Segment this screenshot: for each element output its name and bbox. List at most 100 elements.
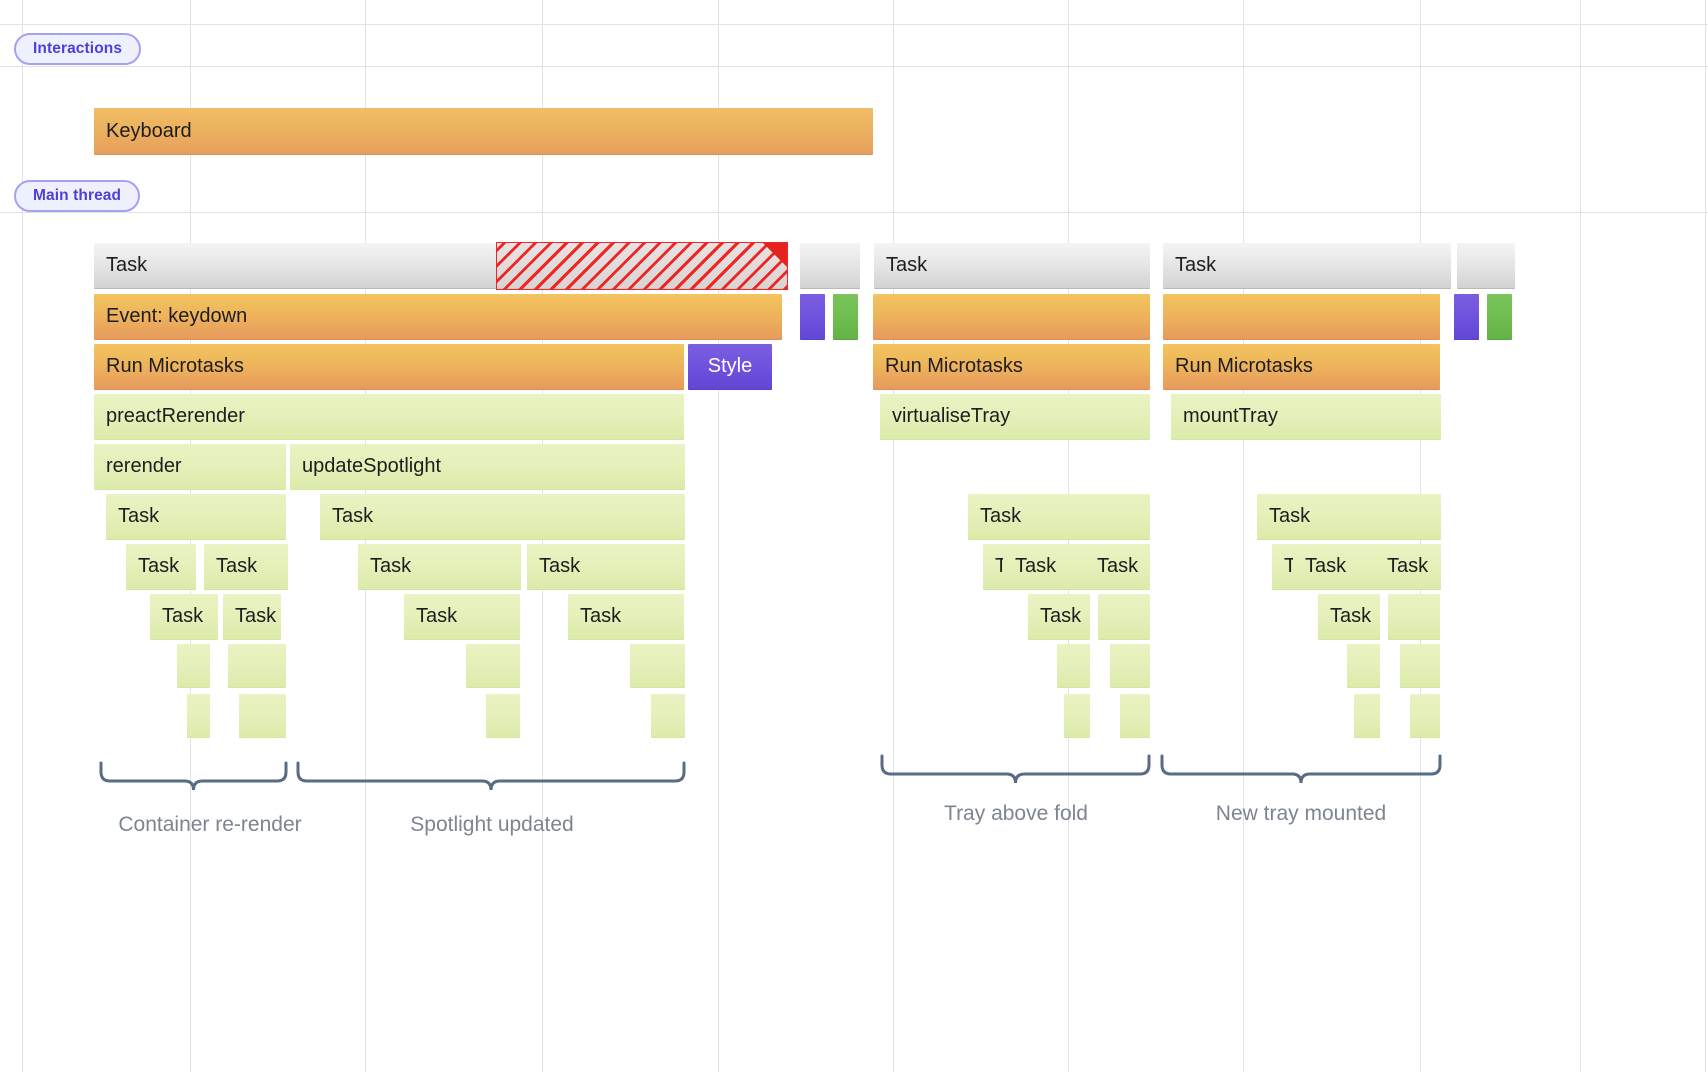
virtualise-tray-label: virtualiseTray bbox=[892, 405, 1011, 427]
task-bar-1-label: Task bbox=[106, 254, 148, 276]
grid-line-vertical-7 bbox=[1243, 0, 1244, 1072]
annotation-label-spotlight-updated: Spotlight updated bbox=[410, 813, 574, 836]
leaf-r5-b[interactable] bbox=[1110, 644, 1150, 688]
task-s4-a[interactable]: Task bbox=[1318, 594, 1380, 640]
style-label[interactable]: Style bbox=[688, 344, 772, 390]
task-s3-a-label: Task bbox=[1305, 555, 1347, 577]
task-l3-c-label: Task bbox=[370, 555, 412, 577]
task-bar-5[interactable] bbox=[1457, 243, 1515, 289]
brace-container-re-render bbox=[99, 761, 288, 791]
task-l3-d-label: Task bbox=[539, 555, 581, 577]
keyboard[interactable]: Keyboard bbox=[94, 108, 873, 155]
leaf-r6-a[interactable] bbox=[1064, 694, 1090, 738]
task-r4-a-label: Task bbox=[1040, 605, 1082, 627]
task-r3-b[interactable]: Task bbox=[1085, 544, 1150, 590]
task-r4-b[interactable] bbox=[1098, 594, 1150, 640]
green-block-1[interactable] bbox=[833, 294, 858, 340]
leaf-m5-b[interactable] bbox=[630, 644, 685, 688]
annotation-label-tray-above-fold: Tray above fold bbox=[944, 802, 1088, 825]
annotation-label-container-re-render: Container re-render bbox=[118, 813, 302, 836]
grid-line-vertical-9 bbox=[1580, 0, 1581, 1072]
run-microtasks-1[interactable]: Run Microtasks bbox=[94, 344, 684, 390]
task-l2-a-label: Task bbox=[118, 505, 160, 527]
task-s3-a[interactable]: Task bbox=[1293, 544, 1367, 590]
task-l2-c-label: Task bbox=[980, 505, 1022, 527]
task-l3-a[interactable]: Task bbox=[126, 544, 196, 590]
style-block-1[interactable] bbox=[800, 294, 825, 340]
task-r4-a[interactable]: Task bbox=[1028, 594, 1090, 640]
track-pill-interactions[interactable]: Interactions bbox=[14, 33, 142, 65]
event-bar-2[interactable] bbox=[873, 294, 1150, 340]
green-block-2[interactable] bbox=[1487, 294, 1512, 340]
rerender[interactable]: rerender bbox=[94, 444, 286, 490]
event-keydown-label: Event: keydown bbox=[106, 305, 248, 327]
task-bar-3[interactable]: Task bbox=[874, 243, 1150, 289]
leaf-l6-a[interactable] bbox=[187, 694, 210, 738]
style-label-label: Style bbox=[707, 355, 753, 377]
leaf-s6-b[interactable] bbox=[1410, 694, 1440, 738]
leaf-s5-a[interactable] bbox=[1347, 644, 1380, 688]
task-l4-d[interactable]: Task bbox=[568, 594, 684, 640]
task-l4-b-label: Task bbox=[235, 605, 277, 627]
event-bar-3[interactable] bbox=[1163, 294, 1440, 340]
task-s4-b[interactable] bbox=[1388, 594, 1440, 640]
leaf-s6-a[interactable] bbox=[1354, 694, 1380, 738]
leaf-m5-a[interactable] bbox=[466, 644, 520, 688]
task-r3-a-label: Task bbox=[1015, 555, 1057, 577]
grid-line-vertical-5 bbox=[893, 0, 894, 1072]
task-l2-e[interactable]: Task bbox=[1257, 494, 1441, 540]
task-l4-b[interactable]: Task bbox=[223, 594, 281, 640]
track-pill-main-thread[interactable]: Main thread bbox=[14, 180, 141, 212]
task-l4-d-label: Task bbox=[580, 605, 622, 627]
style-block-2[interactable] bbox=[1454, 294, 1479, 340]
task-l4-c[interactable]: Task bbox=[404, 594, 520, 640]
task-r3-b-label: Task bbox=[1097, 555, 1139, 577]
task-bar-4[interactable]: Task bbox=[1163, 243, 1451, 289]
preact-rerender-label: preactRerender bbox=[106, 405, 245, 427]
update-spotlight-label: updateSpotlight bbox=[302, 455, 442, 477]
leaf-r6-b[interactable] bbox=[1120, 694, 1150, 738]
leaf-l6-b[interactable] bbox=[239, 694, 286, 738]
task-s3-b-label: Task bbox=[1387, 555, 1429, 577]
task-l3-b[interactable]: Task bbox=[204, 544, 288, 590]
leaf-m6-b[interactable] bbox=[651, 694, 685, 738]
mount-tray-label: mountTray bbox=[1183, 405, 1278, 427]
task-r3-a[interactable]: Task bbox=[1003, 544, 1077, 590]
leaf-l5-a[interactable] bbox=[177, 644, 210, 688]
leaf-r5-a[interactable] bbox=[1057, 644, 1090, 688]
run-microtasks-1-label: Run Microtasks bbox=[106, 355, 244, 377]
brace-new-tray-mounted bbox=[1160, 754, 1442, 784]
task-l3-a-label: Task bbox=[138, 555, 180, 577]
track-pill-interactions-label: Interactions bbox=[33, 40, 123, 57]
task-l2-a[interactable]: Task bbox=[106, 494, 286, 540]
task-s4-a-label: Task bbox=[1330, 605, 1372, 627]
leaf-m6-a[interactable] bbox=[486, 694, 520, 738]
run-microtasks-2[interactable]: Run Microtasks bbox=[873, 344, 1150, 390]
task-s3-b[interactable]: Task bbox=[1375, 544, 1441, 590]
grid-line-vertical-10 bbox=[1705, 0, 1706, 1072]
task-bar-4-label: Task bbox=[1175, 254, 1217, 276]
leaf-s5-b[interactable] bbox=[1400, 644, 1440, 688]
task-l4-a[interactable]: Task bbox=[150, 594, 218, 640]
task-l2-c[interactable]: Task bbox=[968, 494, 1150, 540]
brace-tray-above-fold bbox=[880, 754, 1151, 784]
task-l4-c-label: Task bbox=[416, 605, 458, 627]
update-spotlight[interactable]: updateSpotlight bbox=[290, 444, 685, 490]
event-keydown[interactable]: Event: keydown bbox=[94, 294, 782, 340]
grid-line-vertical-4 bbox=[718, 0, 719, 1072]
keyboard-label: Keyboard bbox=[106, 119, 192, 142]
long-task-hatch[interactable] bbox=[496, 242, 788, 290]
task-l2-b[interactable]: Task bbox=[320, 494, 685, 540]
grid-line-horizontal-1 bbox=[0, 66, 1708, 67]
preact-rerender[interactable]: preactRerender bbox=[94, 394, 684, 440]
task-l3-d[interactable]: Task bbox=[527, 544, 685, 590]
mount-tray[interactable]: mountTray bbox=[1171, 394, 1441, 440]
virtualise-tray[interactable]: virtualiseTray bbox=[880, 394, 1150, 440]
run-microtasks-3[interactable]: Run Microtasks bbox=[1163, 344, 1440, 390]
leaf-l5-b[interactable] bbox=[228, 644, 286, 688]
task-l2-b-label: Task bbox=[332, 505, 374, 527]
task-l3-c[interactable]: Task bbox=[358, 544, 521, 590]
task-l3-b-label: Task bbox=[216, 555, 258, 577]
task-bar-2[interactable] bbox=[800, 243, 860, 289]
